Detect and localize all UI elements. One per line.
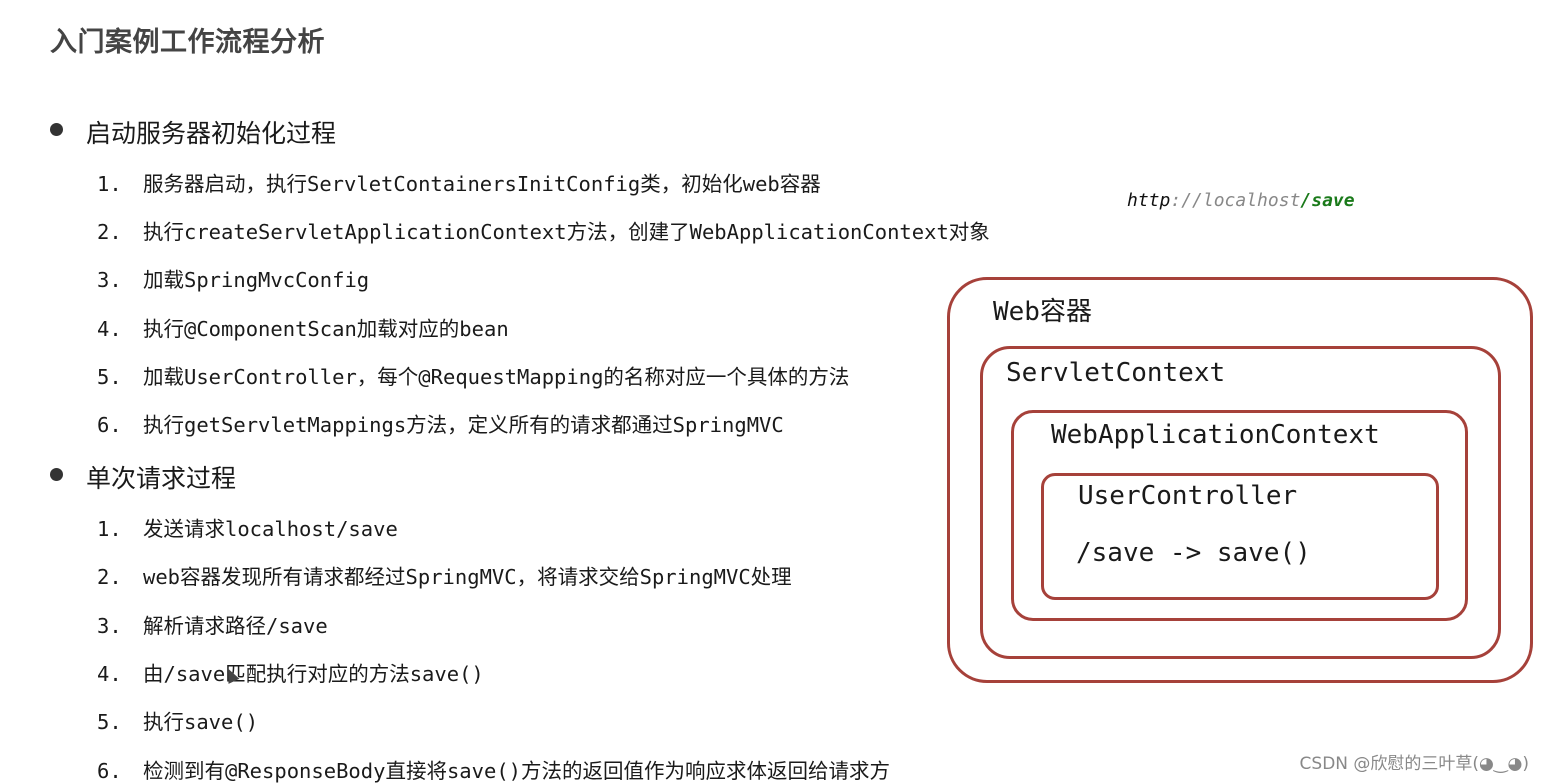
step-item: 4.执行@ComponentScan加载对应的bean bbox=[97, 317, 509, 341]
step-item: 1.发送请求localhost/save bbox=[97, 517, 398, 541]
bullet-icon bbox=[50, 123, 63, 136]
watermark: CSDN @欣慰的三叶草(◕‿◕) bbox=[1299, 754, 1529, 774]
page-title: 入门案例工作流程分析 bbox=[50, 27, 325, 58]
step-item: 1.服务器启动，执行ServletContainersInitConfig类，初… bbox=[97, 172, 821, 196]
servlet-context-box bbox=[980, 346, 1501, 659]
user-controller-label: UserController bbox=[1078, 481, 1298, 511]
web-container-label: Web容器 bbox=[993, 297, 1092, 327]
step-item: 6.检测到有@ResponseBody直接将save()方法的返回值作为响应求体… bbox=[97, 759, 890, 783]
web-container-box bbox=[947, 277, 1533, 683]
section-title: 启动服务器初始化过程 bbox=[86, 119, 337, 148]
step-item: 4.由/save匹配执行对应的方法save() bbox=[97, 662, 484, 686]
bullet-icon bbox=[50, 468, 63, 481]
mapping-label: /save -> save() bbox=[1076, 538, 1311, 568]
step-item: 5.执行save() bbox=[97, 710, 259, 734]
step-item: 2.执行createServletApplicationContext方法，创建… bbox=[97, 220, 990, 244]
step-item: 3.解析请求路径/save bbox=[97, 614, 328, 638]
web-application-context-label: WebApplicationContext bbox=[1051, 420, 1380, 450]
user-controller-box bbox=[1041, 473, 1439, 600]
step-item: 6.执行getServletMappings方法，定义所有的请求都通过Sprin… bbox=[97, 413, 784, 437]
web-application-context-box bbox=[1011, 410, 1468, 621]
step-item: 2.web容器发现所有请求都经过SpringMVC，将请求交给SpringMVC… bbox=[97, 565, 792, 589]
step-item: 3.加载SpringMvcConfig bbox=[97, 268, 370, 292]
section-title: 单次请求过程 bbox=[86, 464, 237, 493]
servlet-context-label: ServletContext bbox=[1006, 358, 1226, 388]
request-url: http://localhost/save bbox=[1127, 190, 1355, 211]
step-item: 5.加载UserController，每个@RequestMapping的名称对… bbox=[97, 365, 850, 389]
